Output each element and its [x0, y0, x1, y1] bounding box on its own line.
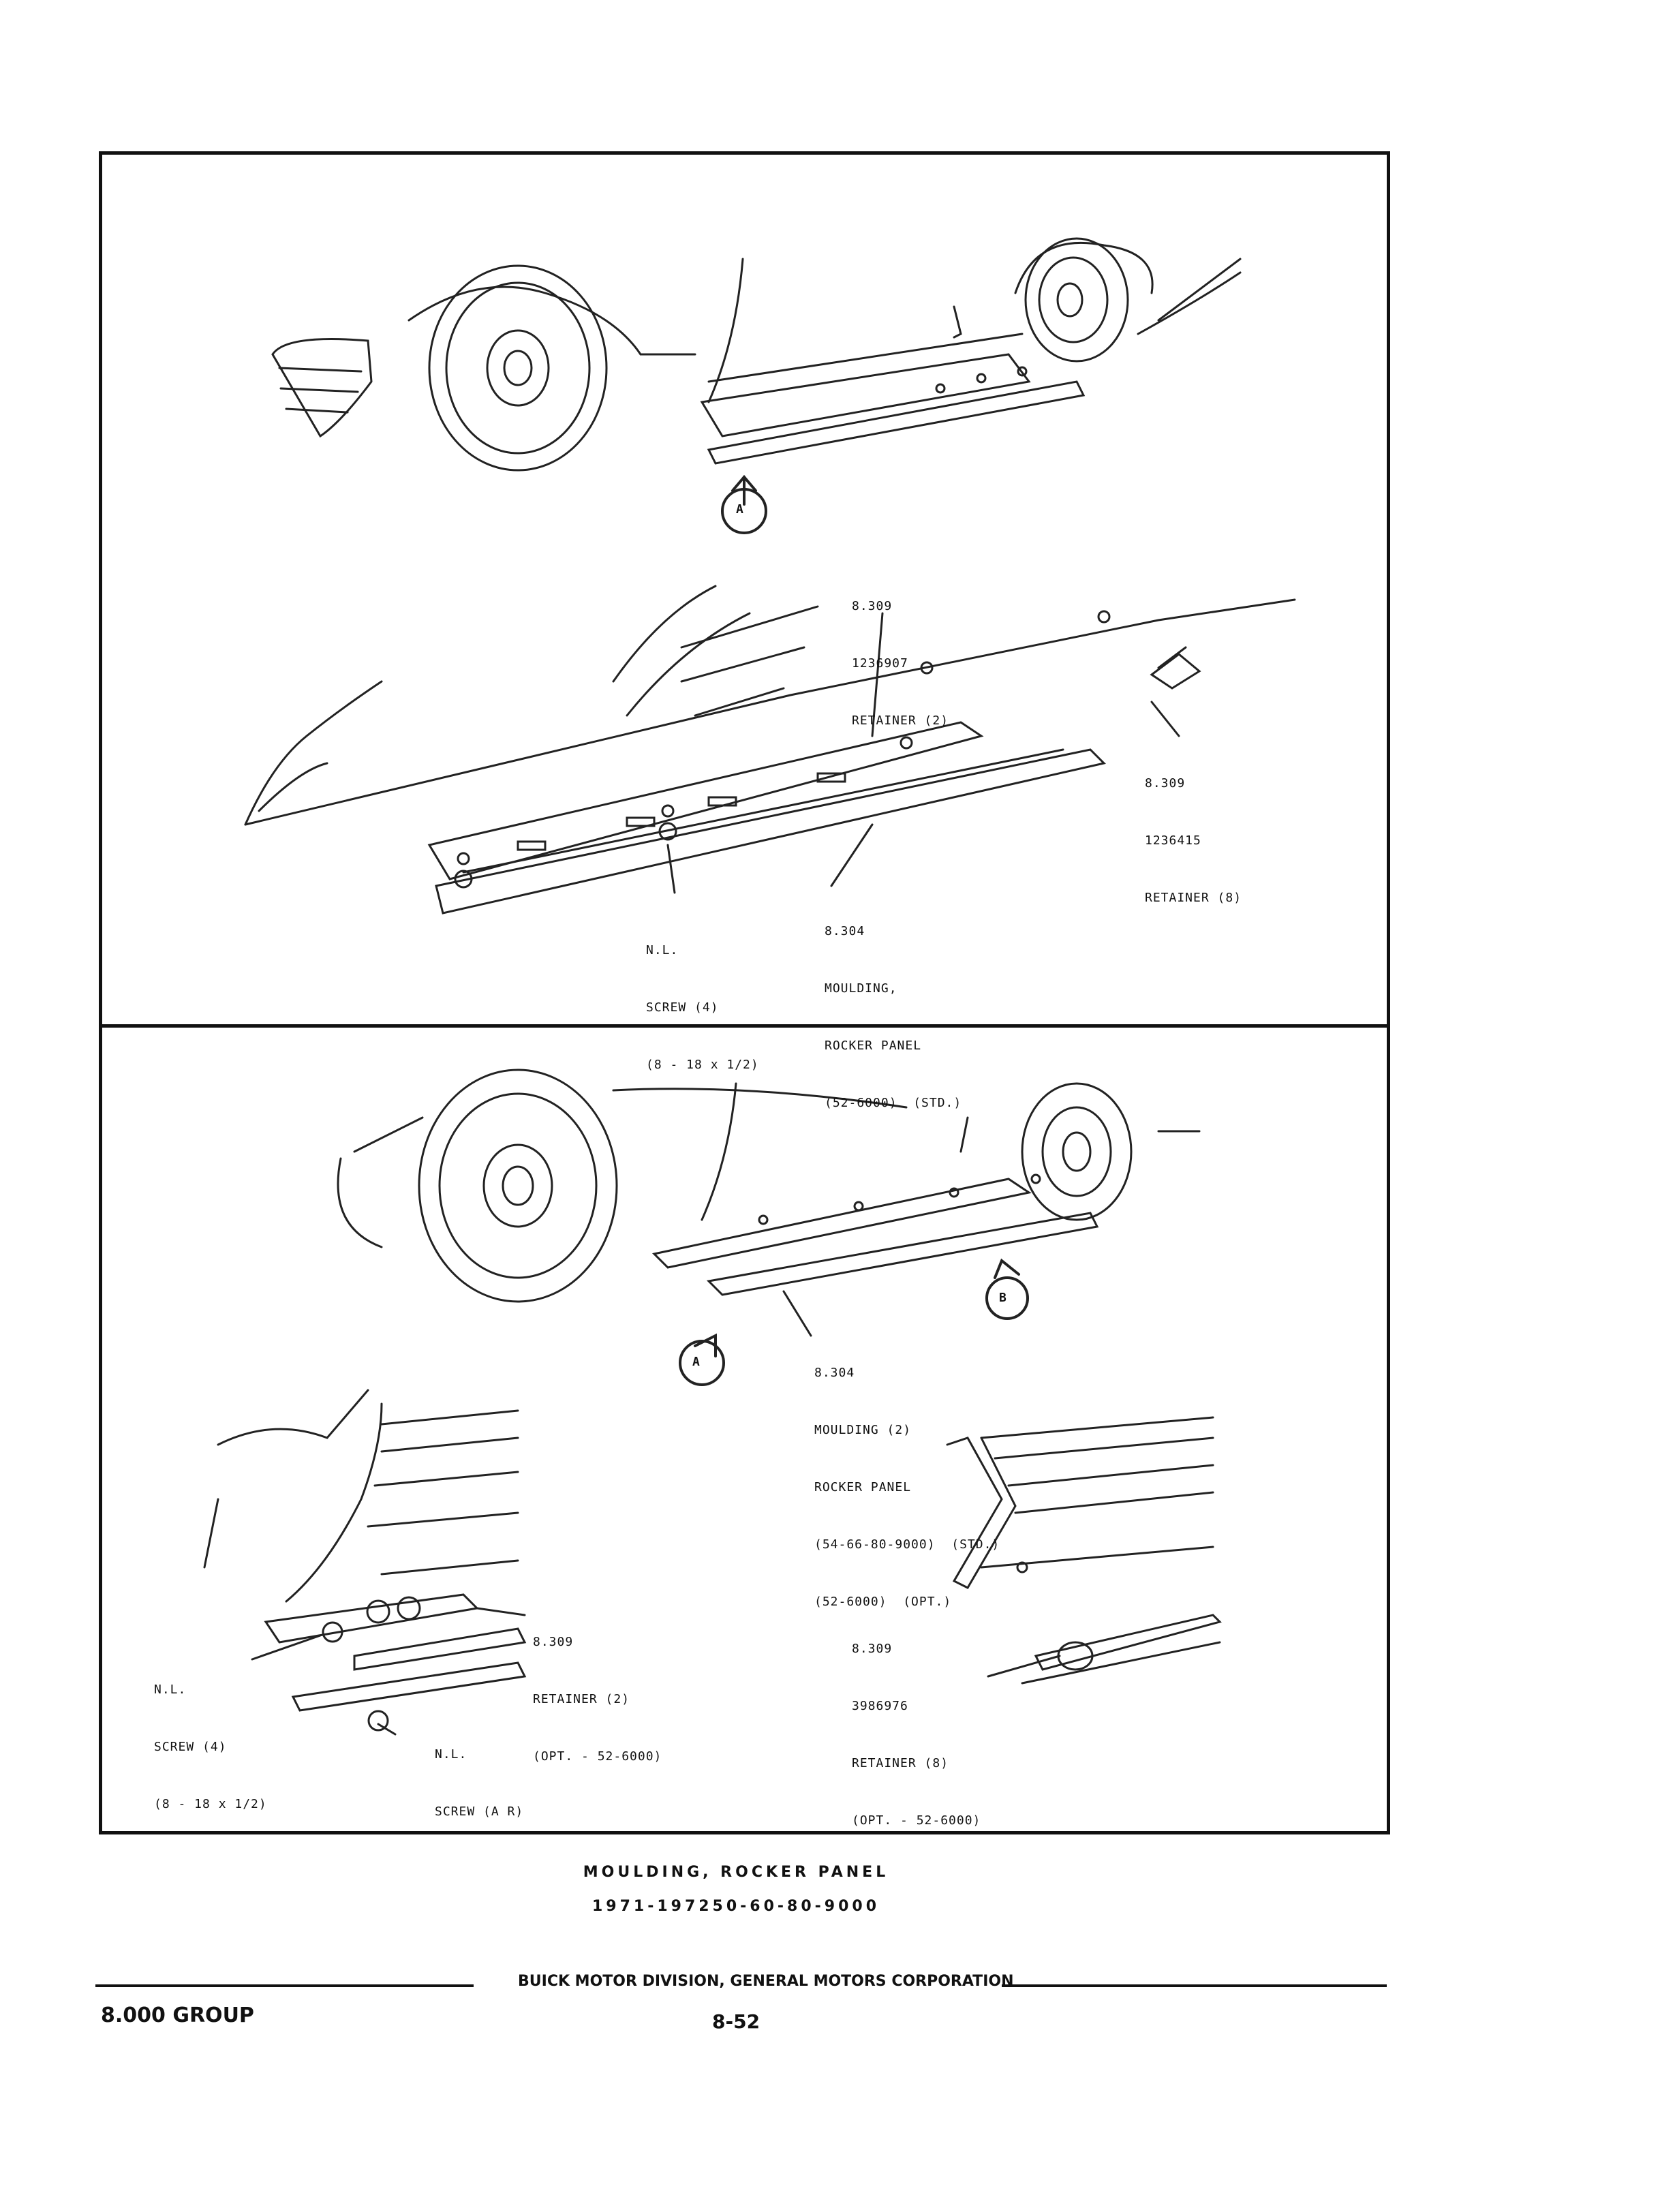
callout-part: 3986976 [852, 1699, 908, 1713]
callout-ref: 8.309 [533, 1635, 574, 1649]
callout-ref: 8.309 [852, 1642, 893, 1656]
view-b-marker [985, 1258, 1029, 1320]
callout-name: SCREW (A R) [435, 1804, 524, 1819]
caption-models: 1971-197250-60-80-9000 [591, 1898, 880, 1915]
view-a-marker-top [721, 474, 767, 534]
callout-name: RETAINER (8) [1145, 891, 1242, 905]
panel-divider [99, 1024, 1390, 1028]
footer-rule-right [1002, 1984, 1387, 1987]
bottom-view-b-label: B [999, 1291, 1007, 1305]
top-screw-callout: N.L. SCREW (4) (8 - 18 x 1/2) [646, 903, 759, 1094]
bottom-view-a-label: A [692, 1355, 701, 1369]
callout-part: 1236415 [1145, 833, 1201, 848]
detail-a-screw-ar-callout: N.L. SCREW (A R) [435, 1707, 523, 1841]
detail-b-illustration [946, 1416, 1222, 1685]
callout-ref: 8.309 [852, 599, 893, 613]
callout-name: RETAINER (2) [852, 713, 949, 728]
caption-title: MOULDING, ROCKER PANEL [583, 1864, 889, 1881]
callout-spec-std: (54-66-80-9000) (STD.) [814, 1537, 1000, 1552]
detail-a-screw-callout: N.L. SCREW (4) (8 - 18 x 1/2) [154, 1642, 267, 1833]
footer-page-number: 8-52 [712, 2010, 760, 2033]
top-moulding-callout: 8.304 MOULDING, ROCKER PANEL (52-6000) (… [825, 884, 962, 1132]
top-view-a-label: A [736, 502, 744, 517]
bottom-moulding-callout: 8.304 MOULDING (2) ROCKER PANEL (54-66-8… [814, 1325, 1000, 1631]
callout-ref: N.L. [435, 1747, 467, 1762]
callout-name: MOULDING, [825, 981, 897, 996]
callout-ref: 8.304 [814, 1366, 855, 1380]
callout-name-2: ROCKER PANEL [814, 1480, 912, 1494]
top-retainer-1236415-callout: 8.309 1236415 RETAINER (8) [1145, 736, 1242, 927]
callout-spec: (OPT. - 52-6000) [533, 1749, 662, 1764]
callout-name: SCREW (4) [646, 1000, 719, 1015]
footer-rule-left [95, 1984, 474, 1987]
callout-name: RETAINER (2) [533, 1692, 630, 1706]
callout-spec-opt: (52-6000) (OPT.) [814, 1595, 952, 1609]
callout-ref: 8.309 [1145, 776, 1186, 790]
footer-division: BUICK MOTOR DIVISION, GENERAL MOTORS COR… [518, 1973, 1014, 1990]
top-car-side-view [271, 237, 1242, 472]
callout-ref: N.L. [646, 943, 679, 957]
footer-group: 8.000 GROUP [101, 2003, 254, 2027]
callout-part: 1236907 [852, 656, 908, 671]
callout-spec: (52-6000) (STD.) [825, 1096, 962, 1110]
callout-size: (8 - 18 x 1/2) [154, 1797, 267, 1811]
callout-size: (8 - 18 x 1/2) [646, 1058, 759, 1072]
detail-a-illustration [203, 1389, 527, 1736]
detail-b-retainer-callout: 8.309 3986976 RETAINER (8) (OPT. - 52-60… [852, 1601, 981, 1849]
callout-name-2: ROCKER PANEL [825, 1039, 922, 1053]
illustration-frame [99, 151, 1390, 1834]
detail-a-retainer-callout: 8.309 RETAINER (2) (OPT. - 52-6000) [533, 1595, 662, 1785]
callout-spec: (OPT. - 52-6000) [852, 1813, 981, 1828]
callout-ref: 8.304 [825, 924, 865, 938]
callout-ref: N.L. [154, 1683, 187, 1697]
moulding-leader-bottom [782, 1290, 812, 1337]
callout-name: SCREW (4) [154, 1740, 227, 1754]
top-exploded-detail [244, 585, 1296, 915]
callout-name: MOULDING (2) [814, 1423, 912, 1437]
view-a-marker-bottom [679, 1333, 725, 1386]
top-retainer-1236907-callout: 8.309 1236907 RETAINER (2) [852, 559, 949, 750]
callout-name: RETAINER (8) [852, 1756, 949, 1770]
bottom-car-side-view [337, 1069, 1201, 1303]
